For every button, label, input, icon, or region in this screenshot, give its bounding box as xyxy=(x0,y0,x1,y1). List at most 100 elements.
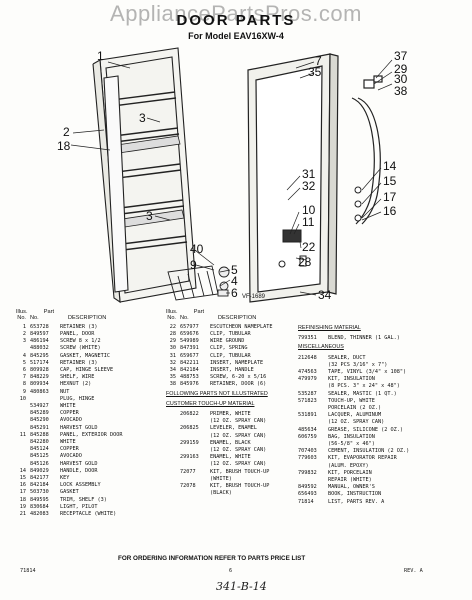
part-description: PANEL, DOOR xyxy=(60,331,95,338)
header-part-no: No. xyxy=(30,315,39,322)
part-number: 486194 xyxy=(30,338,49,345)
door-liner-drawing xyxy=(92,47,197,304)
callout-label: 32 xyxy=(302,179,316,193)
part-number: 299159 xyxy=(180,439,199,446)
part-number xyxy=(298,463,322,470)
table-row: 206822 PRIMER, WHITE xyxy=(166,411,296,418)
table-row: (12 OZ. SPRAY CAN) xyxy=(166,418,296,425)
part-number: 72077 xyxy=(180,468,196,475)
illus-number xyxy=(16,453,26,460)
part-description: GASKET xyxy=(60,489,79,496)
part-number: 845124 xyxy=(30,446,49,453)
part-description: LEVELER, ENAMEL xyxy=(210,425,257,432)
header-description: DESCRIPTION xyxy=(218,315,257,322)
part-description: LACQUER, ALUMINUM xyxy=(328,412,382,419)
watermark: AppliancePartsPros.com xyxy=(110,1,362,26)
illus-number xyxy=(16,345,26,352)
part-description: AVOCADO xyxy=(60,417,82,424)
part-description: KIT, INSULATION xyxy=(328,376,375,383)
illus-number: 1 xyxy=(22,323,26,330)
illus-number: 8 xyxy=(22,381,26,388)
callout-label: 2 xyxy=(63,125,70,139)
table-row: (12 OZ. SPRAY CAN) xyxy=(298,419,458,426)
part-description: SCREW 8 x 1/2 xyxy=(60,338,101,345)
part-description: PLUG, HINGE xyxy=(60,395,95,402)
callout-label: 1 xyxy=(97,49,104,63)
part-number xyxy=(180,461,204,468)
page-title: DOOR PARTS xyxy=(176,12,296,29)
table-header: Illus. Part xyxy=(16,309,142,315)
page-subtitle: For Model EAV16XW-4 xyxy=(188,31,284,41)
table-row: PORCELAIN (2 OZ.) xyxy=(298,405,458,412)
illus-number: 32 xyxy=(169,359,176,366)
part-description: CAP, HINGE SLEEVE xyxy=(60,367,114,374)
part-number: 842280 xyxy=(30,439,49,446)
part-number: 206822 xyxy=(180,411,199,418)
part-description: SCREW, 6-20 x 5/16 xyxy=(210,374,267,381)
part-description: BAG, INSULATION xyxy=(328,433,375,440)
part-description: PRIMER, WHITE xyxy=(210,411,251,418)
part-number: 485634 xyxy=(298,426,317,433)
part-number xyxy=(298,383,322,390)
part-number: 809928 xyxy=(30,367,49,374)
lock-hardware-drawing xyxy=(278,186,362,268)
part-description: TRIM, SHELF (3) xyxy=(60,496,107,503)
part-description: KEY xyxy=(60,475,70,482)
part-description: (12 OZ. SPRAY CAN) xyxy=(210,418,267,425)
part-number: 534927 xyxy=(30,403,49,410)
part-description: BLEND, THINNER (1 GAL.) xyxy=(328,335,400,342)
callout-label: 17 xyxy=(383,190,397,204)
part-number: 779603 xyxy=(298,455,317,462)
illus-number: 9 xyxy=(22,388,26,395)
illus-number xyxy=(16,446,26,453)
illus-number: 35 xyxy=(169,374,176,381)
part-description: TAPE, VINYL (3/4" x 108") xyxy=(328,369,407,376)
part-description: PANEL, EXTERIOR DOOR xyxy=(60,431,123,438)
callout-label: 35 xyxy=(308,65,322,79)
part-number: 799832 xyxy=(298,469,317,476)
part-description: ENAMEL, WHITE xyxy=(210,454,251,461)
illus-number xyxy=(16,403,26,410)
callout-label: 38 xyxy=(394,84,408,98)
illus-number: 38 xyxy=(169,381,176,388)
part-number: 474563 xyxy=(298,369,317,376)
callout-label: 5 xyxy=(231,263,238,277)
illus-number: 28 xyxy=(169,331,176,338)
callout-label: 29 xyxy=(394,62,408,76)
illus-number: 17 xyxy=(19,489,26,496)
part-description: COPPER xyxy=(60,410,79,417)
part-number: 799351 xyxy=(298,335,317,342)
header-illus: Illus. xyxy=(16,309,28,315)
part-number: 849595 xyxy=(30,496,49,503)
table-row: (8 PCS. 3" x 24" x 48") xyxy=(298,383,458,390)
section-heading: CUSTOMER TOUCH-UP MATERIAL xyxy=(166,400,255,407)
illus-number: 3 xyxy=(22,338,26,345)
illus-number: 10 xyxy=(19,395,26,402)
part-number: 299163 xyxy=(180,454,199,461)
illus-number xyxy=(16,439,26,446)
part-description: (8 PCS. 3" x 24" x 48") xyxy=(328,383,400,390)
callout-label: 18 xyxy=(57,139,71,153)
table-row: (32 PCS 3/16" x 7") xyxy=(298,362,458,369)
part-description: HANDLE, DOOR xyxy=(60,467,98,474)
part-description: HARVEST GOLD xyxy=(60,460,98,467)
illus-number xyxy=(166,461,176,468)
